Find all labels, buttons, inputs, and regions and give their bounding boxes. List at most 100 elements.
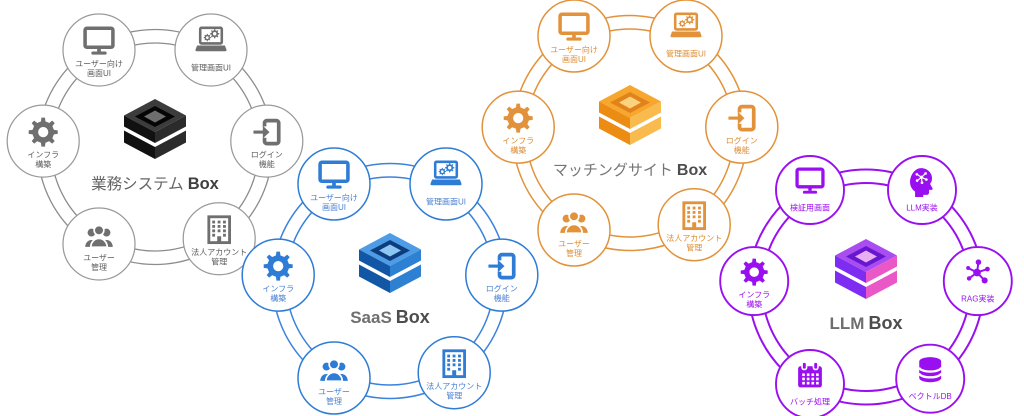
node-label: 検証用画面: [790, 203, 830, 213]
corporate-building-icon: [207, 215, 231, 245]
node-label: 構築: [270, 293, 286, 303]
admin-laptop-icon: [430, 160, 462, 186]
node-label: 管理画面UI: [426, 197, 466, 207]
node-label: バッチ処理: [790, 397, 830, 407]
node-label: インフラ: [502, 137, 534, 146]
diagram-title-suffix: Box: [188, 175, 220, 193]
satellite-node-calendar: バッチ処理: [775, 349, 845, 416]
gear-icon: [28, 117, 58, 147]
satellite-node-network: RAG実装: [942, 246, 1013, 317]
node-label: 画面UI: [562, 55, 586, 64]
satellite-node-admin-laptop: 管理画面UI: [649, 0, 723, 73]
node-label: ベクトルDB: [909, 392, 952, 401]
node-label: 構築: [746, 299, 762, 309]
node-label: 構築: [510, 145, 526, 155]
satellite-node-monitor: 検証用画面: [775, 155, 845, 225]
node-label: 機能: [734, 145, 750, 155]
monitor-icon: [558, 12, 590, 41]
node-label: ユーザー向け: [550, 45, 598, 55]
diagram-title-suffix: Box: [396, 307, 430, 327]
diagram-matching-site-box: ユーザー向け画面UI管理画面UIログイン機能法人アカウント管理ユーザー管理インフ…: [481, 0, 779, 267]
box-logo: [124, 99, 186, 159]
node-label: ログイン: [726, 136, 758, 146]
gear-icon: [503, 103, 533, 133]
node-label: 画面UI: [322, 203, 346, 212]
node-label: 管理画面UI: [191, 63, 231, 73]
node-label: ユーザー: [318, 388, 350, 397]
node-label: LLM実装: [906, 203, 938, 213]
diagram-title-main: LLM: [830, 314, 865, 333]
node-circle: [465, 238, 539, 312]
corporate-building-icon: [682, 201, 706, 231]
node-label: 画面UI: [87, 69, 111, 78]
satellite-node-admin-laptop: 管理画面UI: [409, 147, 483, 221]
users-icon: [560, 210, 588, 235]
node-label: ユーザー向け: [310, 193, 358, 203]
node-label: 機能: [259, 159, 275, 169]
node-label: RAG実装: [961, 294, 994, 304]
node-label: インフラ: [738, 291, 770, 300]
node-label: 管理: [446, 391, 462, 401]
monitor-icon: [318, 160, 350, 189]
satellite-node-admin-laptop: 管理画面UI: [174, 13, 248, 87]
admin-laptop-icon: [670, 12, 702, 38]
diagram-title-suffix: Box: [677, 162, 707, 179]
diagram-title-suffix: Box: [868, 313, 902, 333]
node-label: 管理: [686, 243, 702, 253]
node-label: 構築: [35, 159, 51, 169]
node-label: 法人アカウント: [666, 233, 722, 243]
box-logo: [599, 85, 661, 145]
node-label: 管理: [326, 396, 342, 406]
corporate-building-icon: [442, 349, 466, 379]
network-icon: [966, 259, 990, 284]
diagram-business-system-box: ユーザー向け画面UI管理画面UIログイン機能法人アカウント管理ユーザー管理インフ…: [6, 13, 304, 281]
monitor-icon: [83, 26, 115, 55]
node-circle: [230, 104, 304, 178]
node-label: 管理画面UI: [666, 49, 706, 59]
users-icon: [85, 224, 113, 249]
satellite-node-ai-head: LLM実装: [887, 155, 957, 225]
login-icon: [728, 104, 756, 132]
database-icon: [918, 357, 943, 383]
login-icon: [253, 118, 281, 146]
node-circle: [942, 246, 1013, 317]
login-icon: [488, 252, 516, 280]
node-label: 機能: [494, 293, 510, 303]
node-label: 法人アカウント: [426, 381, 482, 391]
node-label: 管理: [91, 262, 107, 272]
diagram-title-main: マッチングサイト: [553, 162, 673, 179]
node-label: 法人アカウント: [191, 247, 247, 257]
box-logo: [835, 239, 897, 299]
admin-laptop-icon: [195, 26, 227, 52]
node-label: 管理: [211, 257, 227, 267]
node-label: ユーザー向け: [75, 59, 123, 69]
box-logo: [359, 233, 421, 293]
users-icon: [320, 358, 348, 383]
diagram-title-main: SaaS: [350, 308, 392, 327]
gear-icon: [740, 258, 768, 286]
node-label: ログイン: [486, 284, 518, 294]
ai-head-icon: [910, 168, 933, 197]
